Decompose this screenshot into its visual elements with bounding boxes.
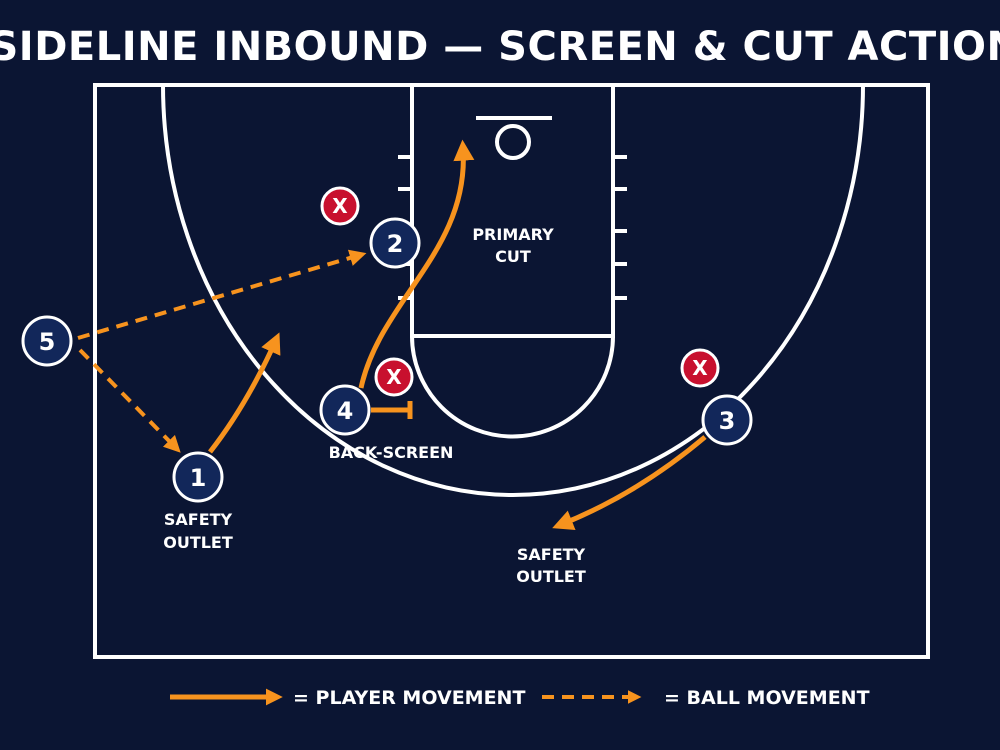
legend-player-movement: = PLAYER MOVEMENT — [293, 687, 525, 709]
player-4: 4 — [319, 384, 371, 436]
diagram-title: SIDELINE INBOUND — SCREEN & CUT ACTION — [0, 24, 1000, 70]
player-number: 3 — [719, 407, 736, 435]
half-court — [93, 83, 930, 659]
caption-player-4: BACK-SCREEN — [329, 443, 454, 462]
player-number: 4 — [337, 397, 354, 425]
ball-movement-paths — [77, 249, 367, 453]
offensive-players: 1 2 3 4 5 — [21, 217, 753, 503]
safety-outlet-right-line-1: SAFETY — [517, 545, 586, 564]
player-1: 1 — [172, 451, 224, 503]
defender-mark: X — [386, 365, 402, 389]
defender-near-player-3: X — [680, 348, 720, 388]
annotations: SAFETY OUTLET BACK-SCREEN PRIMARY CUT SA… — [163, 225, 586, 586]
three-point-arc — [161, 84, 865, 497]
caption-player-1-line-1: SAFETY — [164, 510, 233, 529]
player-movement-paths — [208, 139, 707, 531]
defenders: X X X — [320, 186, 720, 397]
legend: = PLAYER MOVEMENT = BALL MOVEMENT — [170, 687, 870, 709]
cut-path-player-3 — [552, 435, 707, 531]
pass-5-to-2 — [77, 249, 367, 340]
defender-near-player-4: X — [374, 357, 414, 397]
court-boundary — [93, 83, 930, 659]
key-lane — [410, 83, 615, 338]
primary-cut-line-1: PRIMARY — [472, 225, 554, 244]
player-5-inbounder: 5 — [21, 315, 73, 367]
cut-path-player-1 — [208, 332, 281, 454]
player-number: 2 — [387, 230, 404, 258]
defender-near-player-2: X — [320, 186, 360, 226]
cut-path-player-4 — [358, 139, 475, 389]
defender-mark: X — [692, 356, 708, 380]
defender-mark: X — [332, 194, 348, 218]
player-2: 2 — [369, 217, 421, 269]
caption-player-1-line-2: OUTLET — [163, 533, 233, 552]
hoop — [495, 124, 531, 160]
pass-5-to-1 — [78, 348, 181, 453]
primary-cut-line-2: CUT — [495, 247, 531, 266]
safety-outlet-right-line-2: OUTLET — [516, 567, 586, 586]
player-number: 5 — [39, 328, 56, 356]
player-3: 3 — [701, 394, 753, 446]
player-number: 1 — [190, 464, 207, 492]
free-throw-circle — [410, 335, 615, 439]
legend-ball-movement: = BALL MOVEMENT — [664, 687, 870, 709]
